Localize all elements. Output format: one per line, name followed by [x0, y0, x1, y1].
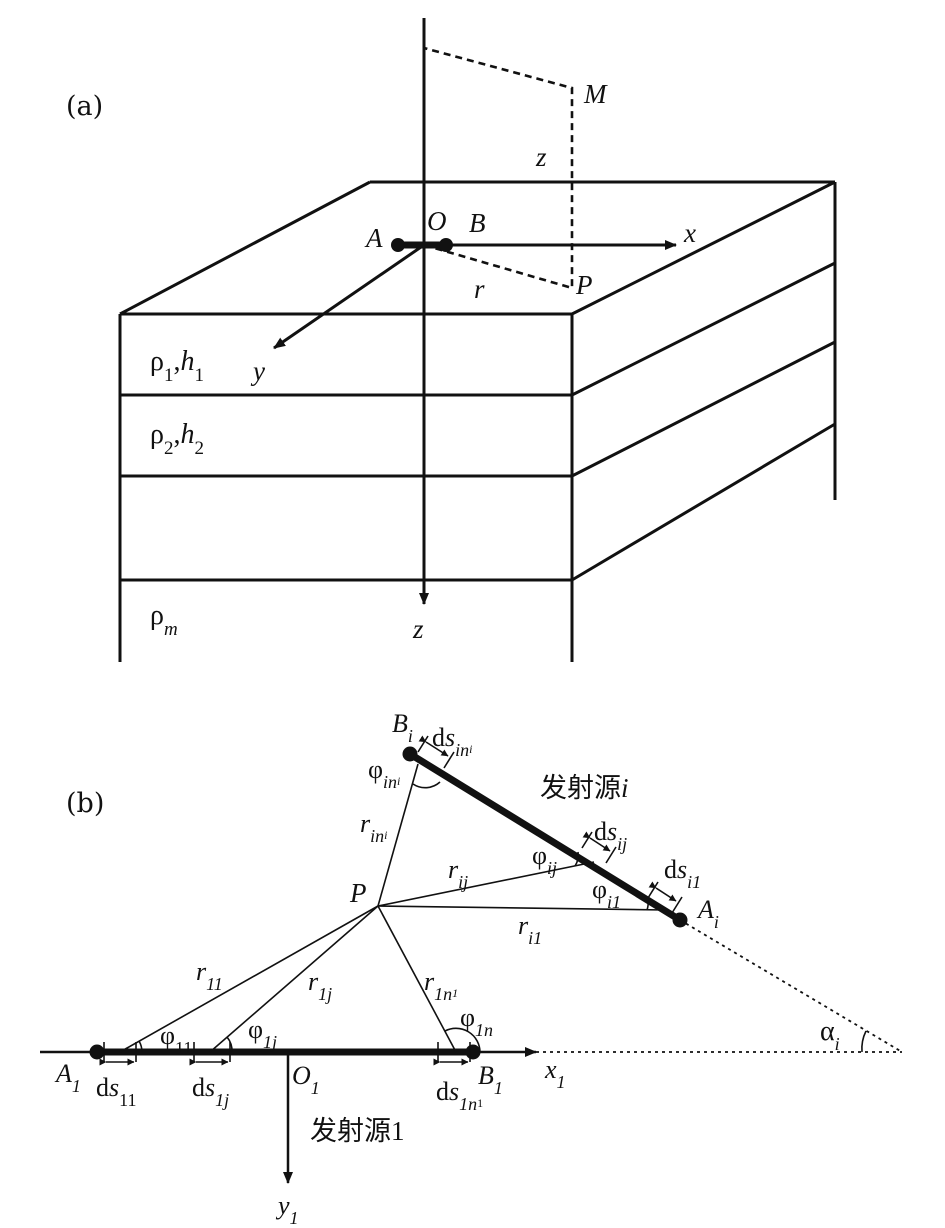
label-phiin: φini: [368, 755, 400, 792]
layer-2-rho-sub: 2: [164, 438, 174, 459]
label-dsi1: dsi1: [664, 855, 701, 892]
label-bi: Bi: [392, 709, 413, 746]
label-z-height: z: [535, 142, 547, 172]
label-source-1: 发射源1: [310, 1116, 405, 1147]
layered-earth-box: [118, 180, 837, 662]
arc-phi1n: [444, 1027, 481, 1053]
ray-r11: [119, 905, 379, 1053]
label-source-i: 发射源i: [540, 773, 629, 804]
electrode-a-dot: [391, 238, 405, 252]
label-b: B: [469, 208, 486, 238]
label-ri1: ri1: [518, 911, 542, 948]
dashed-observation-path: [423, 46, 574, 290]
label-m: M: [583, 79, 608, 109]
label-r1j: r1j: [308, 967, 332, 1004]
y-axis: [273, 243, 425, 350]
layer-boundary-3-side: [571, 422, 836, 582]
layer-2-h-sub: 2: [194, 438, 204, 459]
label-dsij: dsij: [594, 817, 627, 854]
label-o1: O1: [292, 1061, 320, 1098]
label-y1: y1: [275, 1191, 299, 1228]
ray-ri1: [377, 905, 666, 911]
panel-b-label: (b): [66, 788, 104, 819]
label-ds1j: ds1j: [192, 1073, 229, 1110]
layer-2-label: ρ2,h2: [150, 419, 204, 459]
layer-boundary-2-side: [571, 340, 836, 478]
rays-from-p: [119, 763, 666, 1053]
source-i-ai-dot: [672, 912, 688, 928]
label-x: x: [683, 218, 696, 248]
arc-phi1j: [226, 1036, 233, 1053]
label-rin: rini: [360, 809, 387, 846]
arc-phi11: [138, 1040, 143, 1053]
box-top-right-edge: [571, 180, 836, 316]
label-rij: rij: [448, 855, 468, 892]
dsij-arrow: [582, 831, 611, 852]
label-z-axis: z: [412, 614, 424, 644]
ray-rij: [377, 861, 595, 907]
label-ds11: ds11: [96, 1073, 136, 1110]
label-alpha: αi: [820, 1016, 840, 1054]
panel-a-label: (a): [66, 91, 103, 122]
arc-phiin: [412, 781, 441, 789]
layer-1-rho-sub: 1: [164, 365, 174, 386]
layer-1-h-sub: 1: [194, 365, 204, 386]
source-1-a1-dot: [89, 1044, 105, 1060]
arc-alpha: [861, 1030, 867, 1053]
label-ai: Ai: [696, 895, 719, 932]
box-top-left-edge: [119, 180, 371, 316]
label-r: r: [474, 274, 485, 304]
label-phi1j: φ1j: [248, 1015, 277, 1052]
label-phiij: φij: [532, 841, 557, 878]
dsi1-arrow: [648, 881, 677, 902]
label-y: y: [250, 356, 265, 386]
source-1-b1-dot: [465, 1044, 481, 1060]
label-b1: B1: [478, 1061, 503, 1098]
ray-rin: [377, 763, 419, 907]
layer-1-label: ρ1,h1: [150, 346, 204, 386]
label-phi1n: φ1n: [460, 1003, 493, 1040]
label-phi11: φ11: [160, 1021, 192, 1058]
label-ds1n: ds1n1: [436, 1077, 483, 1114]
ds-markers: [99, 735, 683, 1066]
arc-phii1: [646, 900, 649, 911]
label-x1: x1: [544, 1055, 566, 1092]
label-dsin: dsini: [432, 723, 472, 760]
arc-phiij: [574, 851, 580, 867]
angle-arcs: [138, 781, 867, 1053]
label-r1n: r1n1: [424, 967, 458, 1004]
panel-a: (a) A O B: [66, 18, 837, 662]
label-a1: A1: [54, 1059, 81, 1096]
ray-r1n: [377, 905, 457, 1053]
ray-r1j: [209, 905, 379, 1053]
label-a: A: [364, 223, 383, 253]
label-p-b: P: [349, 878, 367, 908]
electrode-b-dot: [439, 238, 453, 252]
layer-m-label: ρm: [150, 600, 178, 640]
dsin-arrow: [418, 735, 449, 757]
layer-m-rho-sub: m: [164, 619, 178, 640]
label-o: O: [427, 206, 447, 236]
source-i-dotted-extension: [679, 919, 903, 1053]
source-i-wire: [408, 751, 682, 923]
label-p: P: [575, 270, 593, 300]
label-r11: r11: [196, 957, 223, 994]
source-i-bi-dot: [402, 746, 418, 762]
layer-boundary-1-side: [571, 261, 836, 397]
label-phii1: φi1: [592, 875, 621, 912]
panel-b: (b): [40, 709, 903, 1228]
